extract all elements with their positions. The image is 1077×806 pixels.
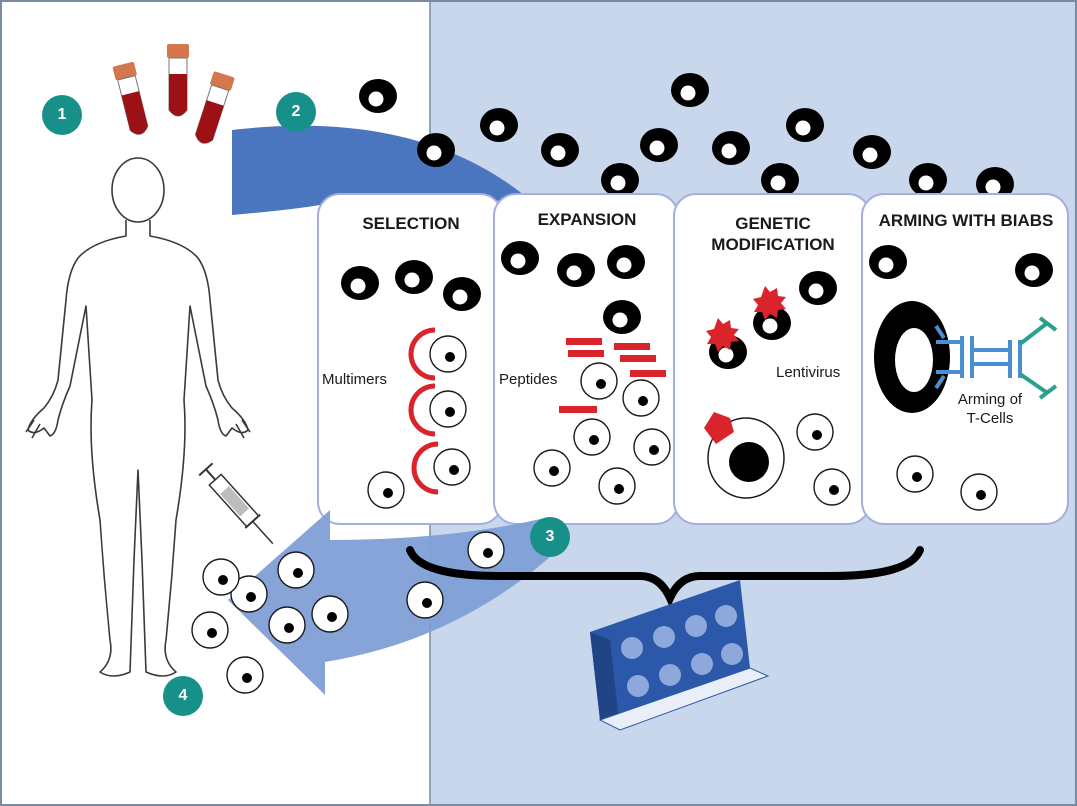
- peptides-label: Peptides: [499, 371, 558, 388]
- arming-label: Arming of T-Cells: [957, 391, 1023, 427]
- large-t-cell-icon: [874, 301, 950, 413]
- step-badge-4: 4: [163, 676, 203, 716]
- lentivirus-label: Lentivirus: [776, 364, 841, 381]
- stage-title-genetic: GENETIC MODIFICATION: [711, 214, 835, 254]
- well-plate-icon: [590, 580, 770, 731]
- multimer-icon: [408, 327, 439, 495]
- antibody-icon: [934, 316, 1058, 400]
- step-badge-1: 1: [42, 95, 82, 135]
- syringe-icon: [198, 462, 274, 545]
- peptide-icon: [559, 338, 666, 413]
- multimers-label: Multimers: [322, 371, 388, 388]
- collection-arrow: [232, 125, 530, 215]
- stage-title-arming: ARMING WITH BIABS: [878, 211, 1054, 230]
- infected-cell-icon: [704, 412, 785, 499]
- lentivirus-icon: [706, 286, 786, 352]
- human-silhouette-icon: [25, 157, 251, 677]
- stage-title-selection: SELECTION: [362, 214, 460, 233]
- stage-title-expansion: EXPANSION: [537, 210, 637, 229]
- step-badge-2: 2: [276, 92, 316, 132]
- curly-brace-icon: [406, 546, 924, 608]
- step-badge-3: 3: [530, 517, 570, 557]
